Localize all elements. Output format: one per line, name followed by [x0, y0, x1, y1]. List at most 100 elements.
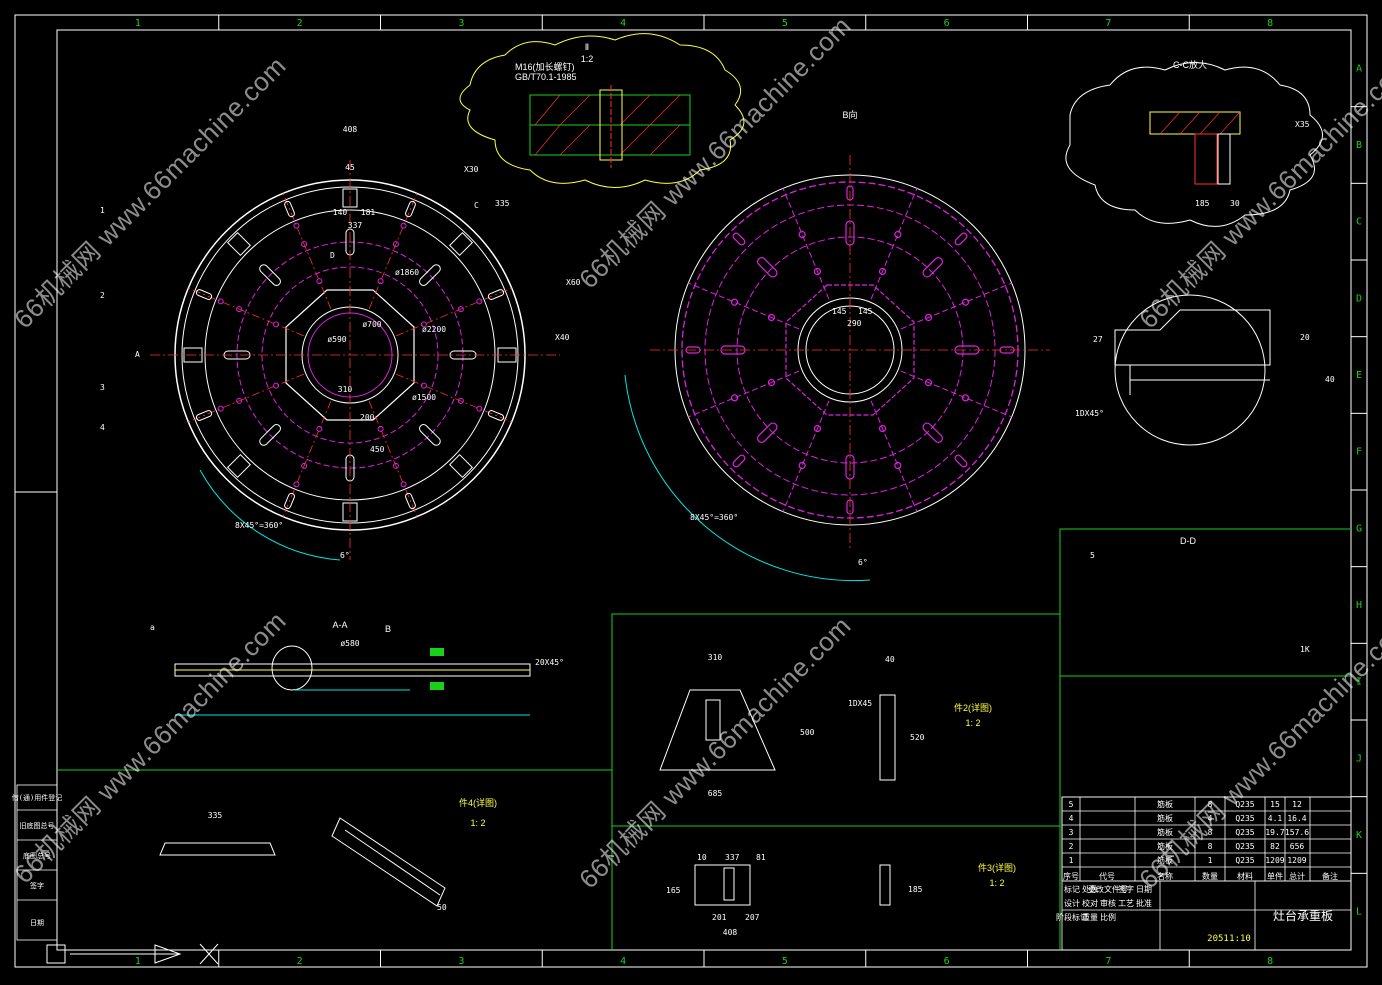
svg-text:181: 181 — [361, 208, 376, 217]
svg-text:337: 337 — [348, 221, 363, 230]
tb-cell: 82 — [1270, 842, 1280, 851]
svg-text:45: 45 — [345, 163, 355, 172]
zone-col-label: 5 — [782, 18, 788, 29]
tb-header: 总计 — [1289, 871, 1305, 881]
drawing-scale: 1:10 — [1229, 934, 1251, 944]
zone-row-label: B — [1356, 140, 1362, 151]
detail-ii-cloud — [459, 33, 745, 188]
svg-text:签字: 签字 — [30, 881, 44, 890]
zone-col-label: 2 — [297, 18, 303, 29]
tb-info: 工艺 — [1118, 899, 1134, 908]
svg-text:8X45°=360°: 8X45°=360° — [690, 513, 738, 522]
tb-cell: 筋板 — [1157, 855, 1173, 865]
zone-row-label: H — [1356, 600, 1362, 611]
tb-info: 批准 — [1136, 898, 1152, 908]
detail-part2 — [659, 689, 896, 781]
svg-text:450: 450 — [370, 445, 385, 454]
tb-header: 材料 — [1237, 871, 1253, 881]
svg-text:20: 20 — [1300, 333, 1310, 342]
svg-text:140: 140 — [333, 208, 348, 217]
tb-cell: 1209 — [1265, 856, 1284, 865]
zone-col-label: 6 — [944, 956, 950, 967]
tb-cell: 1 — [1208, 856, 1213, 865]
svg-text:ø580: ø580 — [340, 639, 359, 648]
svg-text:207: 207 — [745, 913, 760, 922]
svg-text:日期: 日期 — [30, 919, 44, 927]
zone-row-label: K — [1356, 830, 1362, 841]
tb-cell: 8 — [1208, 842, 1213, 851]
svg-text:10: 10 — [697, 853, 707, 862]
tb-info: 处数 — [1082, 884, 1098, 894]
svg-text:8X45°=360°: 8X45°=360° — [235, 521, 283, 530]
svg-text:A: A — [135, 350, 140, 359]
zone-row-label: I — [1356, 677, 1362, 688]
svg-text:27: 27 — [1093, 335, 1103, 344]
svg-text:件3(详图): 件3(详图) — [978, 862, 1016, 873]
svg-text:D-D: D-D — [1180, 536, 1196, 546]
zone-row-label: E — [1356, 370, 1362, 381]
svg-text:335: 335 — [495, 199, 510, 208]
detail-part3 — [694, 864, 891, 906]
svg-text:1: 2: 1: 2 — [470, 818, 485, 828]
tb-cell: 4.1 — [1268, 814, 1283, 823]
svg-text:C: C — [474, 201, 479, 210]
svg-text:ø2200: ø2200 — [422, 325, 446, 334]
section-a-a — [174, 645, 531, 716]
tb-info: 标记 — [1064, 884, 1080, 894]
zone-row-label: L — [1356, 907, 1362, 918]
svg-text:50: 50 — [437, 903, 447, 912]
svg-text:185: 185 — [908, 885, 923, 894]
left-stamp-text: 借(通)用件登记 旧底图总号 底图总号 签字 日期 — [12, 793, 62, 927]
detail-cc-cloud — [1065, 62, 1323, 227]
svg-text:310: 310 — [708, 653, 723, 662]
svg-text:ø700: ø700 — [362, 320, 381, 329]
zone-col-label: 5 — [782, 956, 788, 967]
svg-text:500: 500 — [800, 728, 815, 737]
svg-text:A-A: A-A — [332, 620, 347, 630]
svg-text:1: 2: 1: 2 — [965, 718, 980, 728]
tb-header: 名称 — [1157, 871, 1173, 881]
tb-cell: 12 — [1292, 800, 1302, 809]
tb-cell: 筋板 — [1157, 813, 1173, 823]
tb-cell: 656 — [1290, 842, 1305, 851]
tb-info: 设计 — [1064, 898, 1080, 908]
zone-col-label: 3 — [458, 956, 464, 967]
svg-text:1K: 1K — [1300, 645, 1310, 654]
svg-text:M16(加长螺钉): M16(加长螺钉) — [515, 61, 575, 72]
svg-text:3: 3 — [100, 383, 105, 392]
svg-text:GB/T70.1-1985: GB/T70.1-1985 — [515, 72, 577, 82]
svg-text:408: 408 — [723, 928, 738, 937]
svg-text:40: 40 — [885, 655, 895, 664]
tb-cell: Q235 — [1235, 842, 1254, 851]
zone-col-label: 4 — [620, 956, 626, 967]
projection-symbol — [46, 943, 219, 965]
zone-row-label: A — [1356, 63, 1362, 74]
tb-cell: 1 — [1069, 856, 1074, 865]
tb-header: 数量 — [1202, 871, 1218, 881]
tb-cell: 1209 — [1287, 856, 1306, 865]
svg-text:200: 200 — [360, 413, 375, 422]
svg-text:1DX45: 1DX45 — [848, 699, 872, 708]
svg-text:185: 185 — [1195, 199, 1210, 208]
tb-cell: 4 — [1069, 814, 1074, 823]
tb-cell: Q235 — [1235, 828, 1254, 837]
tb-cell: Q235 — [1235, 856, 1254, 865]
tb-cell: 15 — [1270, 800, 1280, 809]
svg-text:D: D — [330, 251, 335, 260]
dimension-labels: 408 45 140 181 337 ø590 ø700 ø1860 ø1500… — [100, 120, 1335, 667]
zone-col-label: 1 — [135, 956, 141, 967]
svg-text:4: 4 — [100, 423, 105, 432]
svg-text:ø590: ø590 — [327, 335, 346, 344]
view-labels: C-C放大 A-A B B向 D-D Ⅱ 1:2 M16(加长螺钉) GB/T7… — [332, 42, 1207, 634]
svg-text:40: 40 — [1325, 375, 1335, 384]
drawing-title: 灶台承重板 — [1273, 908, 1333, 923]
zone-row-label: C — [1356, 217, 1362, 228]
zone-col-label: 6 — [944, 18, 950, 29]
svg-text:145: 145 — [858, 307, 873, 316]
svg-text:B向: B向 — [842, 109, 857, 120]
svg-text:20X45°: 20X45° — [535, 658, 564, 667]
svg-text:1: 1 — [100, 206, 105, 215]
svg-text:X40: X40 — [555, 333, 570, 342]
